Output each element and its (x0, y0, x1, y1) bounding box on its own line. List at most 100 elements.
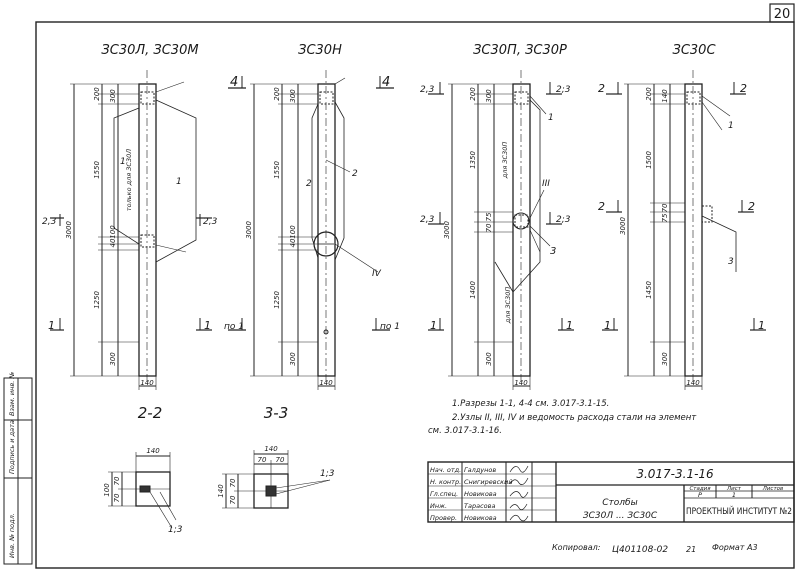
column-title: ЗС30С (672, 43, 716, 58)
svg-text:1: 1 (732, 491, 736, 499)
svg-text:1;3: 1;3 (168, 525, 183, 535)
svg-text:100: 100 (109, 225, 117, 239)
column-title: ЗС30Н (298, 43, 342, 58)
svg-text:1;3: 1;3 (320, 469, 335, 479)
svg-text:2: 2 (748, 200, 755, 213)
svg-text:1: 1 (566, 319, 573, 332)
svg-text:1: 1 (548, 113, 554, 123)
svg-text:1500: 1500 (645, 151, 653, 169)
svg-text:2,3: 2,3 (42, 217, 57, 227)
svg-text:Новикова: Новикова (464, 514, 497, 522)
svg-text:70: 70 (258, 456, 267, 464)
note-3: см. 3.017-3.1-16. (428, 426, 502, 436)
svg-text:Лист: Лист (726, 486, 742, 492)
svg-text:140: 140 (661, 89, 669, 103)
svg-text:1: 1 (176, 177, 182, 187)
svg-text:1: 1 (728, 121, 734, 131)
svg-text:70: 70 (113, 493, 121, 502)
svg-text:1: 1 (604, 319, 611, 332)
svg-text:200: 200 (645, 87, 653, 101)
svg-text:1250: 1250 (273, 291, 281, 309)
document-subtitle: ЗС30Л ... ЗС30С (583, 511, 658, 521)
svg-text:1250: 1250 (93, 291, 101, 309)
note-only-zs30l: только для ЗС30Л (125, 149, 133, 211)
svg-text:1: 1 (48, 319, 55, 332)
note-for-zs30p-bottom: для ЗС30П (504, 287, 512, 325)
svg-text:2,3: 2,3 (203, 217, 218, 227)
svg-text:1350: 1350 (469, 151, 477, 169)
svg-text:Галдунов: Галдунов (464, 466, 496, 474)
svg-text:III: III (542, 179, 550, 189)
svg-text:140: 140 (514, 379, 528, 387)
svg-text:21: 21 (686, 545, 696, 554)
column-zs30l: ЗС30Л, ЗС30М (42, 43, 218, 390)
document-title: Столбы (602, 498, 637, 508)
svg-text:300: 300 (109, 89, 117, 103)
svg-text:Гл.спец.: Гл.спец. (430, 490, 458, 498)
svg-text:3000: 3000 (65, 221, 73, 239)
svg-text:3: 3 (728, 257, 734, 267)
svg-text:Снигиревский: Снигиревский (464, 478, 513, 486)
svg-text:1: 1 (758, 319, 765, 332)
svg-text:70: 70 (229, 478, 237, 487)
svg-text:1550: 1550 (93, 161, 101, 179)
svg-text:1400: 1400 (469, 281, 477, 299)
svg-text:140: 140 (146, 447, 160, 455)
general-notes: 1.Разрезы 1-1, 4-4 см. 3.017-3.1-15. 2.У… (428, 399, 697, 436)
document-code: 3.017-3.1-16 (636, 467, 714, 481)
svg-text:100: 100 (103, 483, 111, 497)
svg-text:2: 2 (598, 200, 605, 213)
section-2-2: 2-2 140 100 70 70 1;3 (103, 404, 183, 535)
svg-text:1: 1 (120, 157, 126, 167)
svg-text:Н. контр.: Н. контр. (430, 478, 461, 486)
svg-text:2: 2 (598, 82, 605, 95)
svg-text:Р: Р (698, 491, 702, 499)
svg-text:140: 140 (140, 379, 154, 387)
organization: ПРОЕКТНЫЙ ИНСТИТУТ №2 (686, 505, 792, 517)
svg-text:Нач. отд.: Нач. отд. (430, 466, 461, 474)
svg-text:3000: 3000 (443, 221, 451, 239)
svg-text:2: 2 (352, 169, 358, 179)
svg-text:300: 300 (661, 352, 669, 366)
svg-text:140: 140 (319, 379, 333, 387)
svg-text:300: 300 (289, 89, 297, 103)
column-zs30p: ЗС30П, ЗС30Р (420, 43, 574, 390)
svg-text:40: 40 (289, 238, 297, 247)
column-title: ЗС30Л, ЗС30М (101, 43, 198, 58)
column-zs30n: ЗС30Н (224, 43, 400, 390)
footer: Копировал: Ц401108-02 21 Формат А3 (552, 543, 758, 555)
svg-text:3000: 3000 (245, 221, 253, 239)
svg-text:Тарасова: Тарасова (464, 502, 495, 510)
svg-text:200: 200 (273, 87, 281, 101)
svg-text:300: 300 (289, 352, 297, 366)
svg-text:по 1: по 1 (380, 322, 400, 332)
svg-text:2,3: 2,3 (420, 215, 435, 225)
svg-text:140: 140 (264, 445, 278, 453)
svg-text:Копировал:: Копировал: (552, 543, 601, 552)
note-for-zs30p-top: для ЗС30П (501, 142, 509, 180)
column-title: ЗС30П, ЗС30Р (473, 43, 567, 58)
svg-text:Ц401108-02: Ц401108-02 (612, 545, 668, 555)
svg-text:70: 70 (485, 223, 493, 232)
svg-text:3000: 3000 (619, 217, 627, 235)
title-block: Нач. отд. Галдунов Н. контр. Снигиревски… (427, 461, 795, 523)
svg-text:4: 4 (382, 75, 390, 90)
svg-text:1550: 1550 (273, 161, 281, 179)
svg-text:2;3: 2;3 (556, 215, 571, 225)
svg-text:70: 70 (229, 495, 237, 504)
svg-text:Формат А3: Формат А3 (712, 543, 758, 552)
svg-text:300: 300 (109, 352, 117, 366)
svg-text:1: 1 (204, 319, 211, 332)
svg-text:Новикова: Новикова (464, 490, 497, 498)
svg-text:70: 70 (113, 476, 121, 485)
sheet-frame (35, 21, 795, 569)
svg-text:75: 75 (485, 212, 493, 221)
svg-text:40: 40 (109, 238, 117, 247)
svg-text:Инж.: Инж. (430, 502, 447, 510)
svg-text:200: 200 (93, 87, 101, 101)
note-1: 1.Разрезы 1-1, 4-4 см. 3.017-3.1-15. (452, 399, 609, 409)
section-3-3: 3-3 140 70 70 140 70 70 1;3 (217, 404, 335, 509)
stamp-signature: Подпись и дата (8, 420, 16, 474)
svg-text:2: 2 (740, 82, 747, 95)
